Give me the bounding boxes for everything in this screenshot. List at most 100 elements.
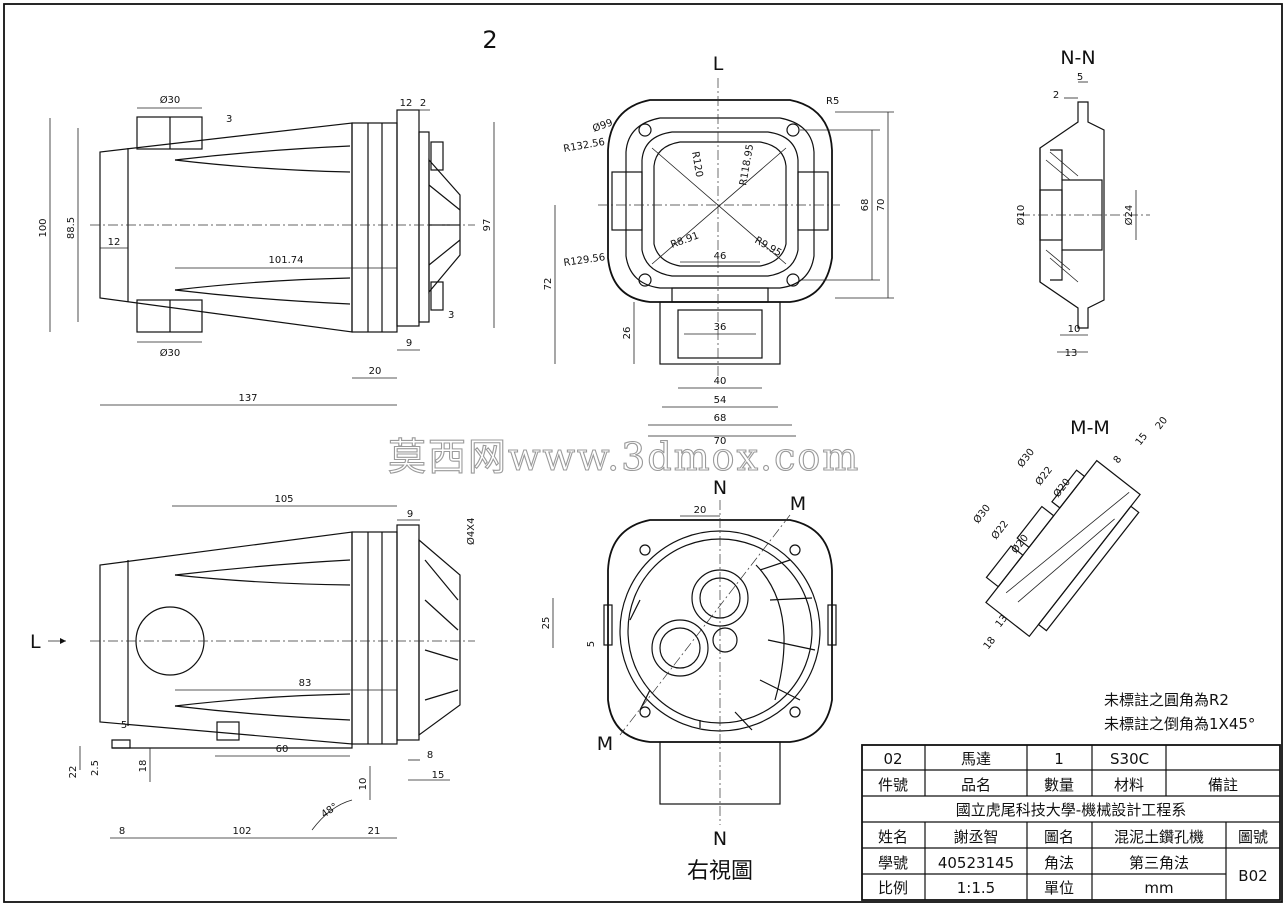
label-L-top: L: [713, 53, 724, 75]
tb-unit: mm: [1144, 879, 1173, 897]
title-block: 02 馬達 1 S30C 件號 品名 數量 材料 備註 國立虎尾科技大學-機械設…: [861, 744, 1281, 901]
dim-15: 15: [432, 770, 445, 781]
dim-105: 105: [274, 494, 293, 505]
dim-20: 20: [369, 366, 382, 377]
dim-3-bottom: 3: [448, 310, 454, 321]
dim-9-bottom: 9: [407, 509, 413, 520]
label-L-side: L: [30, 631, 41, 653]
side-view-top: Ø30 3 12 2 100 88.5 12 101.74 97 3 Ø30 9…: [38, 94, 495, 406]
dim-72: 72: [543, 278, 554, 291]
dim-46: 46: [714, 251, 727, 262]
tb-h-student-id: 學號: [878, 854, 908, 872]
dim-12: 12: [400, 98, 413, 109]
dim-R132-56: R132.56: [563, 137, 606, 155]
dim-MM-dia30-b: Ø30: [971, 502, 993, 526]
tb-h-name: 姓名: [878, 828, 908, 846]
sheet-border: [3, 3, 1283, 903]
dim-R120: R120: [689, 151, 704, 179]
dim-101-74: 101.74: [269, 255, 304, 266]
dim-18: 18: [138, 760, 149, 773]
tb-drawing-no: B02: [1238, 867, 1267, 885]
tb-h-qty: 數量: [1044, 776, 1074, 794]
tb-part-no: 02: [883, 750, 902, 768]
dim-R9-95: R9.95: [753, 235, 784, 259]
dim-MM-8: 8: [1112, 454, 1125, 466]
dim-NN-dia24: Ø24: [1123, 205, 1135, 226]
note-chamfer: 未標註之倒角為1X45°: [1104, 715, 1255, 733]
tb-h-scale: 比例: [878, 879, 908, 897]
dim-88-5: 88.5: [66, 217, 77, 239]
dim-NN-10: 10: [1068, 324, 1081, 335]
dim-rear-20: 20: [694, 505, 707, 516]
tb-h-material: 材料: [1114, 776, 1144, 794]
dim-MM-15: 15: [1134, 431, 1151, 448]
label-M-top: M: [790, 493, 806, 515]
dim-26: 26: [622, 327, 633, 340]
tb-material: S30C: [1110, 750, 1149, 768]
dim-8-right: 8: [427, 750, 433, 761]
dim-NN-13: 13: [1065, 348, 1078, 359]
dim-2: 2: [420, 98, 426, 109]
dim-68-right: 68: [860, 199, 871, 212]
label-NN: N-N: [1060, 47, 1095, 69]
dim-97: 97: [482, 219, 493, 232]
dim-54: 54: [714, 395, 727, 406]
dim-70-right: 70: [876, 199, 887, 212]
dim-R5: R5: [826, 96, 839, 107]
tb-part-name: 馬達: [961, 750, 991, 768]
dim-12-left: 12: [108, 237, 121, 248]
tb-h-drawing: 圖名: [1044, 828, 1074, 846]
dim-dia4x4: Ø4X4: [465, 518, 477, 545]
dim-9: 9: [406, 338, 412, 349]
tb-drawing: 混泥土鑽孔機: [1114, 828, 1204, 846]
dim-68-bottom: 68: [714, 413, 727, 424]
dim-100: 100: [38, 218, 49, 237]
dim-2-5: 2.5: [90, 760, 101, 776]
section-view-NN: N-N 5 2 Ø10 Ø24 10 13: [1015, 47, 1150, 359]
dim-dia30-bottom: Ø30: [160, 347, 181, 359]
dim-rear-25: 25: [541, 617, 552, 630]
label-N-bottom: N: [713, 828, 727, 850]
dim-3-top: 3: [226, 114, 232, 125]
dim-83: 83: [299, 678, 312, 689]
dim-70-bottom: 70: [714, 436, 727, 447]
tb-h-drawing-no: 圖號: [1238, 828, 1268, 846]
label-M-bottom: M: [597, 733, 613, 755]
dim-102: 102: [232, 826, 251, 837]
dim-NN-5: 5: [1077, 72, 1083, 83]
dim-dia30-top: Ø30: [160, 94, 181, 106]
tb-scale: 1:1.5: [957, 879, 995, 897]
dim-21: 21: [368, 826, 381, 837]
front-view: L R5 Ø99 R132.56 R120 R118.95 68 70 72 R…: [543, 53, 894, 447]
dim-5: 5: [121, 720, 127, 731]
dim-MM-18: 18: [982, 635, 999, 652]
tb-h-remarks: 備註: [1208, 776, 1238, 794]
tb-h-unit: 單位: [1044, 879, 1074, 897]
dim-60: 60: [276, 744, 289, 755]
label-right-view: 右視圖: [687, 859, 753, 884]
label-N-top: N: [713, 477, 727, 499]
rear-view: N M M N 20 25 5 右視圖: [541, 477, 837, 884]
label-MM: M-M: [1070, 417, 1110, 439]
dim-MM-dia30-a: Ø30: [1015, 446, 1037, 470]
dim-MM-13: 13: [994, 613, 1011, 630]
dim-NN-dia10: Ø10: [1015, 205, 1027, 226]
tb-qty: 1: [1054, 750, 1064, 768]
dim-MM-dia22-a: Ø22: [1033, 464, 1055, 488]
dim-10: 10: [358, 778, 369, 791]
dim-R129-56: R129.56: [563, 252, 606, 269]
dim-40: 40: [714, 376, 727, 387]
side-view-bottom: L 105 9 Ø4X4 83 60 5 22 2.5 18 8: [30, 494, 477, 839]
tb-name: 謝丞智: [953, 828, 998, 846]
dim-MM-dia20-b: Ø20: [1009, 532, 1031, 556]
dim-R118-95: R118.95: [738, 143, 756, 186]
dim-R8-91: R8.91: [669, 230, 700, 250]
dim-8-left: 8: [119, 826, 125, 837]
tb-h-projection: 角法: [1044, 854, 1074, 872]
dim-48deg: 48°: [319, 801, 340, 820]
section-view-MM: M-M Ø30 Ø22 20 15 8 Ø20 Ø30 Ø22 Ø20 13 1…: [971, 415, 1170, 652]
dim-NN-2: 2: [1053, 90, 1059, 101]
dim-137: 137: [238, 393, 257, 404]
tb-projection: 第三角法: [1129, 854, 1189, 872]
